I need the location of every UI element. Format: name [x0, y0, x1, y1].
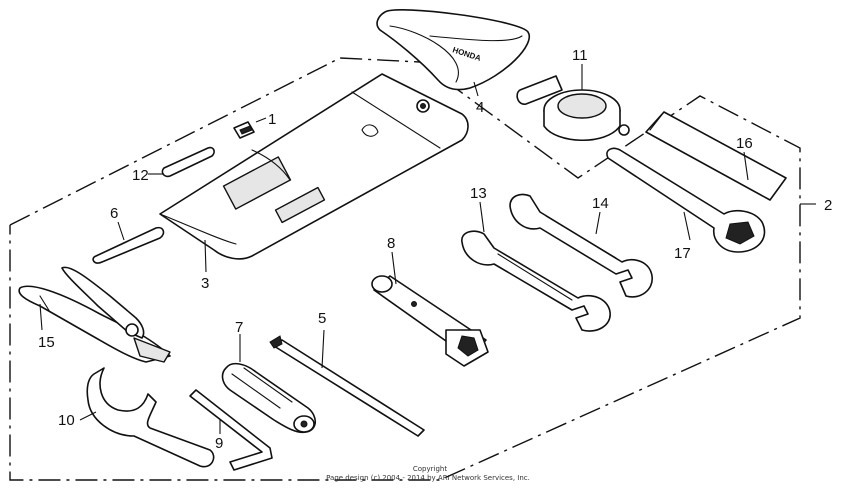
wrench-14-part: [509, 193, 653, 298]
screwdriver-handle-part: [221, 362, 317, 434]
handle-bar-part: [645, 111, 787, 201]
callout-labels: 1 2 3 4 5 6 7 8 9 10 11 12 13 14 15 16 1…: [38, 47, 832, 452]
plug-socket-part: [371, 275, 489, 367]
callout-7: 7: [235, 319, 243, 336]
callout-16: 16: [736, 135, 753, 152]
callout-17: 17: [674, 245, 691, 262]
hex-key-part: [189, 389, 273, 471]
callout-4: 4: [476, 99, 484, 116]
grip-part: [161, 146, 215, 178]
fuse-part: [233, 121, 255, 139]
pin-spanner-part: [86, 367, 215, 468]
feeler-part: [92, 226, 165, 264]
callout-14: 14: [592, 195, 609, 212]
screwdriver-shaft-part: [269, 335, 425, 437]
box-wrench-part: [606, 147, 766, 253]
callout-6: 6: [110, 205, 118, 222]
leader-lines: [39, 64, 816, 434]
callout-5: 5: [318, 310, 326, 327]
callout-2: 2: [824, 197, 832, 214]
plug-handle-part: [516, 75, 630, 142]
callout-10: 10: [58, 412, 75, 429]
copyright-line-2: Page design (c) 2004 - 2014 by ARI Netwo…: [326, 474, 530, 482]
callout-13: 13: [470, 185, 487, 202]
callout-12: 12: [132, 167, 149, 184]
callout-3: 3: [201, 275, 209, 292]
callout-11: 11: [572, 47, 588, 64]
kit-boundary: [9, 57, 801, 481]
callout-15: 15: [38, 334, 55, 351]
copyright-notice: Copyright Page design (c) 2004 - 2014 by…: [326, 465, 530, 482]
tool-wrap-part: [159, 73, 469, 260]
callout-1: 1: [268, 111, 276, 128]
copyright-line-1: Copyright: [413, 465, 447, 473]
callout-8: 8: [387, 235, 395, 252]
pliers-part: [18, 266, 171, 363]
wrench-13-part: [461, 230, 611, 332]
tool-pouch-part: HONDA: [376, 9, 531, 91]
callout-9: 9: [215, 435, 223, 452]
